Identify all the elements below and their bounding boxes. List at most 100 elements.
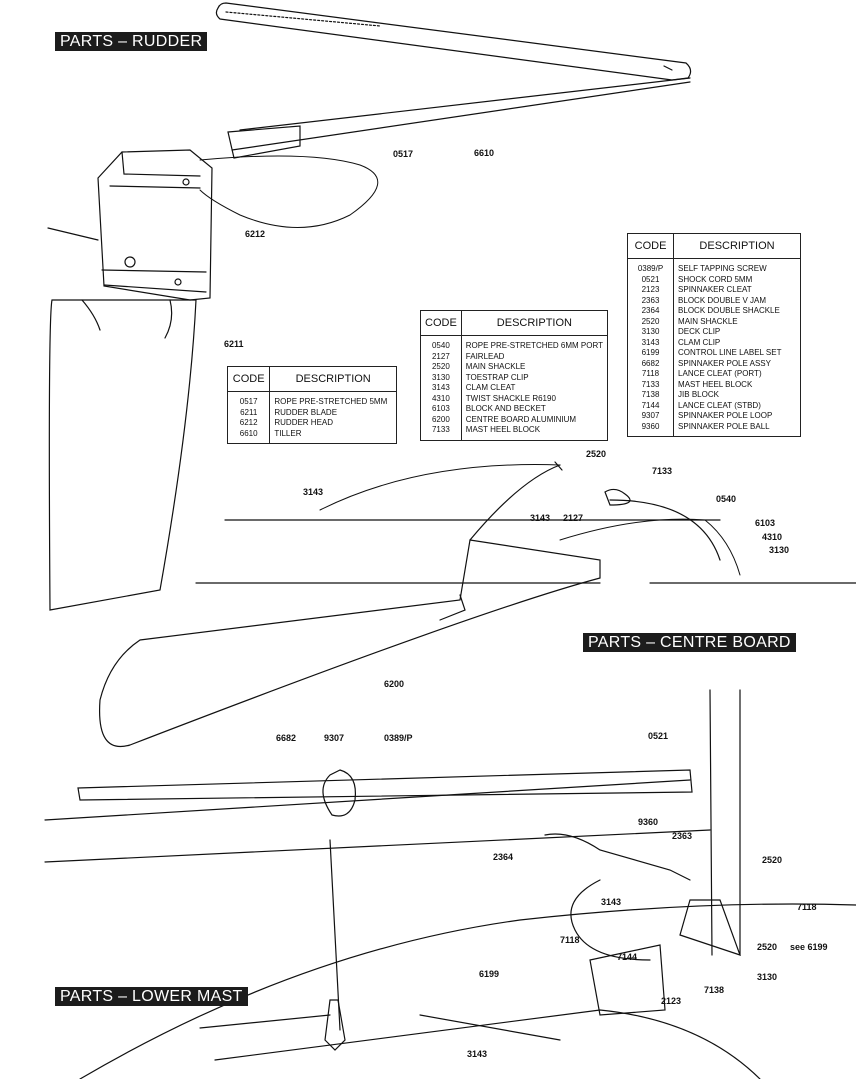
code-header: CODE <box>227 366 271 392</box>
part-description: BLOCK DOUBLE V JAM <box>678 295 767 305</box>
part-description: MAIN SHACKLE <box>678 316 738 326</box>
part-code: 6610 <box>227 428 271 444</box>
callout-7138: 7138 <box>704 985 725 995</box>
callout-3143: 3143 <box>467 1049 488 1059</box>
part-description: BLOCK AND BECKET <box>465 404 546 413</box>
rudder-heading: PARTS – RUDDER <box>55 32 208 51</box>
callout-2364: 2364 <box>493 852 514 862</box>
part-code: 0540 <box>420 335 462 352</box>
callout-2520: 2520 <box>586 449 607 459</box>
callout-7133: 7133 <box>652 466 673 476</box>
callout-7118: 7118 <box>560 935 580 945</box>
part-code: 7144 <box>627 400 675 411</box>
part-code: 3143 <box>420 383 462 394</box>
part-description: MAIN SHACKLE <box>465 362 526 371</box>
callout-3143: 3143 <box>303 487 324 497</box>
part-description: BLOCK DOUBLE SHACKLE <box>678 306 780 315</box>
part-description: CONTROL LINE LABEL SET <box>678 348 782 357</box>
part-description: SHOCK CORD 5MM <box>678 274 753 284</box>
callout-9360: 9360 <box>638 817 659 827</box>
part-code: 6103 <box>420 404 462 415</box>
callout-2363: 2363 <box>672 831 693 841</box>
part-code: 6682 <box>627 358 675 369</box>
part-code: 3130 <box>420 372 462 383</box>
part-code: 6200 <box>420 414 462 425</box>
callout-3143: 3143 <box>601 897 622 907</box>
rudder-head-drawing <box>47 149 213 301</box>
callout-6212: 6212 <box>245 229 266 239</box>
part-code: 7133 <box>627 379 675 390</box>
callout-2520: 2520 <box>757 942 778 952</box>
callout-2127: 2127 <box>563 513 584 523</box>
part-code: 2520 <box>420 362 462 373</box>
description-header: DESCRIPTION <box>673 233 801 259</box>
callout-2123: 2123 <box>661 996 682 1006</box>
part-description: CLAM CLEAT <box>465 383 516 392</box>
callout-4310: 4310 <box>762 532 783 542</box>
part-code: 6199 <box>627 348 675 359</box>
callout-7144: 7144 <box>617 952 638 962</box>
part-description: SPINNAKER POLE ASSY <box>678 358 771 368</box>
part-code: 6211 <box>227 407 271 418</box>
callout-6682: 6682 <box>276 733 297 743</box>
part-code: 6212 <box>227 418 271 429</box>
part-code: 9307 <box>627 411 675 422</box>
part-description: CLAM CLIP <box>678 337 721 347</box>
part-code: 2363 <box>627 295 675 306</box>
part-description: SPINNAKER POLE LOOP <box>678 411 773 420</box>
part-description: JIB BLOCK <box>678 390 719 399</box>
callout-0389p: 0389/P <box>384 733 413 743</box>
callout-3130: 3130 <box>769 545 790 555</box>
part-code: 2364 <box>627 306 675 317</box>
description-header: DESCRIPTION <box>461 310 608 336</box>
part-code: 0521 <box>627 274 675 285</box>
part-description: RUDDER BLADE <box>274 407 338 417</box>
part-code: 3143 <box>627 337 675 348</box>
centre-board-heading: PARTS – CENTRE BOARD <box>583 633 796 652</box>
callout-3143: 3143 <box>530 513 551 523</box>
code-header: CODE <box>420 310 462 336</box>
callout-6199: 6199 <box>479 969 500 979</box>
part-code: 2127 <box>420 351 462 362</box>
callout-0521: 0521 <box>648 731 669 741</box>
part-description: SPINNAKER CLEAT <box>678 285 752 294</box>
part-description: LANCE CLEAT (STBD) <box>678 400 761 410</box>
description-header: DESCRIPTION <box>269 366 397 392</box>
callout-6103: 6103 <box>755 518 776 528</box>
part-description: TOESTRAP CLIP <box>465 372 529 382</box>
part-description: SELF TAPPING SCREW <box>678 264 767 273</box>
part-description: RUDDER HEAD <box>274 418 334 427</box>
callout-3130: 3130 <box>757 972 778 982</box>
lower-mast-heading: PARTS – LOWER MAST <box>55 987 248 1006</box>
part-code: 4310 <box>420 393 462 404</box>
rope-0517 <box>199 155 379 228</box>
part-description: ROPE PRE-STRETCHED 5MM <box>274 397 388 406</box>
centre-board-drawing <box>98 539 601 748</box>
part-code: 2520 <box>627 316 675 327</box>
callout-0540: 0540 <box>716 494 737 504</box>
part-code: 3130 <box>627 327 675 338</box>
part-code: 0389/P <box>627 258 675 275</box>
